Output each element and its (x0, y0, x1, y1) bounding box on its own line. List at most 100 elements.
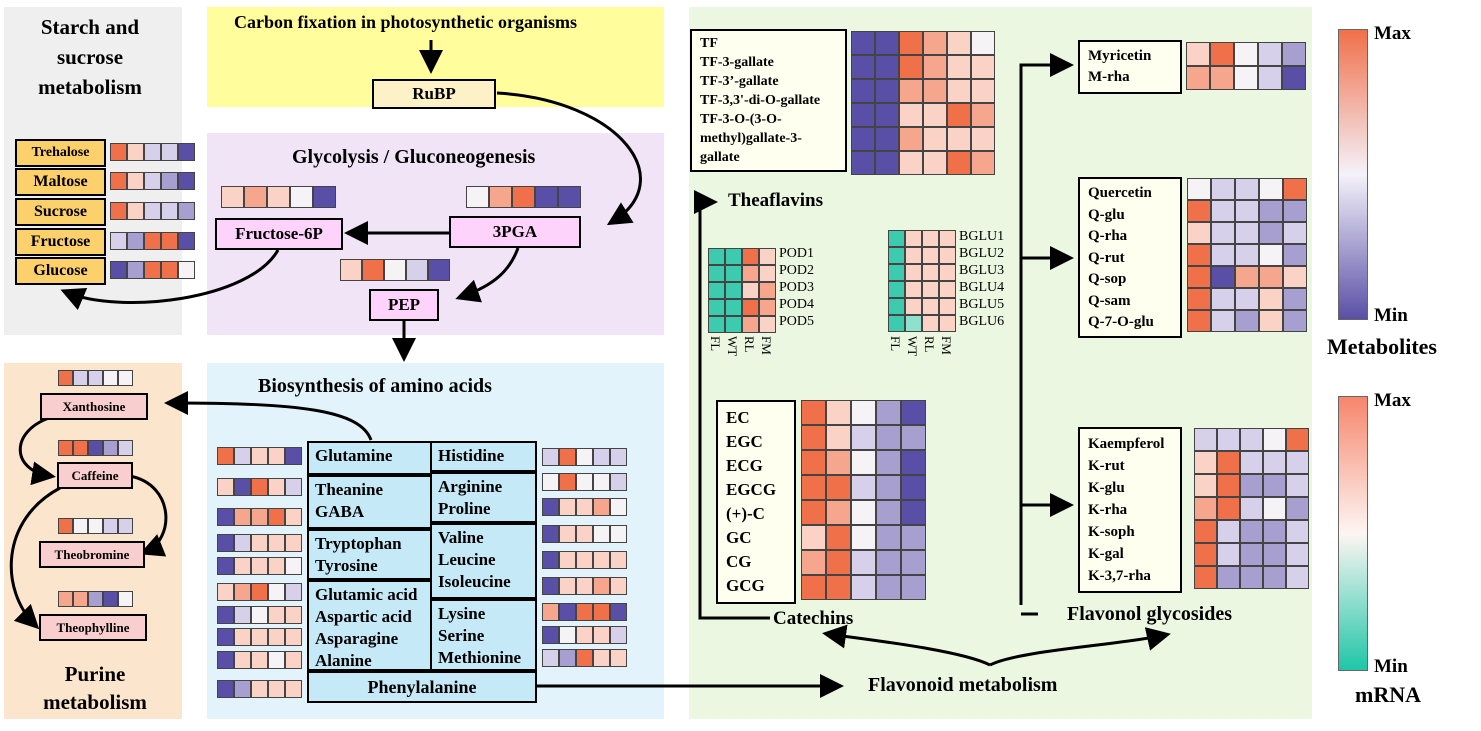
heatmap-cell (939, 281, 956, 298)
heatmap-cell (1211, 310, 1235, 332)
kaempferol-item: K-glu (1088, 480, 1125, 496)
catechin-item: EC (726, 408, 750, 427)
catechin-item: ECG (726, 456, 763, 475)
heatmap-cell (1194, 428, 1217, 451)
amino-heatmap-left (217, 557, 302, 575)
heatmap-cell (851, 475, 876, 500)
heatmap-cell (161, 172, 178, 190)
heatmap-cell (489, 186, 512, 208)
heatmap-cell (593, 603, 610, 621)
catechin-item: (+)-C (726, 504, 765, 523)
sugar-heatmap (110, 261, 195, 279)
heatmap-cell (1259, 200, 1283, 222)
heatmap-cell (742, 265, 759, 282)
heatmap-cell (971, 127, 995, 151)
heatmap-cell (851, 79, 875, 103)
heatmap-cell (234, 583, 251, 601)
sample-label: WT (905, 336, 920, 357)
heatmap-cell (801, 450, 826, 475)
sugar-node: Sucrose (15, 198, 106, 226)
purine-title-line: Purine (64, 662, 126, 686)
heatmap-cell (1186, 66, 1210, 90)
heatmap-cell (826, 425, 851, 450)
heatmap-cell (1286, 566, 1309, 589)
starch-title-line: Starch and (40, 15, 140, 39)
heatmap-cell (1286, 474, 1309, 497)
amino-acid-title: Biosynthesis of amino acids (258, 375, 492, 397)
heatmap-cell (285, 628, 302, 646)
heatmap-cell (1187, 288, 1211, 310)
metabolites-legend-bar (1338, 29, 1368, 320)
heatmap-cell (905, 230, 922, 247)
heatmap-cell (876, 425, 901, 450)
heatmap-cell (285, 557, 302, 575)
heatmap-cell (559, 649, 576, 667)
heatmap-cell (1187, 222, 1211, 244)
heatmap-cell (759, 282, 776, 299)
heatmap-cell (73, 518, 88, 534)
rubp-node: RuBP (372, 79, 496, 109)
amino-acid-label: Tryptophan (315, 534, 402, 553)
heatmap-cell (559, 603, 576, 621)
heatmap-cell (742, 299, 759, 316)
heatmap-cell (1211, 266, 1235, 288)
heatmap-cell (759, 299, 776, 316)
metabolites-max-label: Max (1374, 23, 1411, 44)
amino-acid-label: Glutamine (315, 446, 393, 465)
quercetin-item: Q-glu (1088, 206, 1125, 223)
heatmap-cell (888, 315, 905, 332)
heatmap-cell (1210, 42, 1234, 66)
heatmap-cell (922, 230, 939, 247)
heatmap-cell (610, 603, 627, 621)
heatmap-cell (110, 202, 127, 220)
heatmap-cell (576, 577, 593, 595)
heatmap-cell (234, 680, 251, 698)
catechin-item: GCG (726, 576, 765, 595)
heatmap-cell (899, 103, 923, 127)
pod-gene-label: POD1 (779, 246, 815, 261)
amino-acid-label: Proline (438, 499, 491, 518)
heatmap-cell (826, 450, 851, 475)
purine-node: Theophylline (39, 614, 147, 641)
heatmap-cell (234, 557, 251, 575)
heatmap-cell (826, 400, 851, 425)
amino-acid-label: Leucine (438, 550, 496, 569)
heatmap-cell (1194, 451, 1217, 474)
heatmap-cell (88, 518, 103, 534)
heatmap-cell (888, 281, 905, 298)
quercetin-item: Q-7-O-glu (1088, 314, 1154, 330)
heatmap-cell (1240, 566, 1263, 589)
myricetin-item: M-rha (1088, 69, 1130, 85)
heatmap-cell (576, 551, 593, 569)
heatmap-cell (801, 500, 826, 525)
heatmap-cell (285, 651, 302, 669)
glycolysis-title: Glycolysis / Gluconeogenesis (292, 146, 536, 168)
sample-label: FM (939, 336, 954, 355)
heatmap-cell (888, 298, 905, 315)
sample-label: FM (759, 336, 774, 355)
heatmap-cell (922, 264, 939, 281)
kaempferol-item: K-gal (1088, 546, 1124, 562)
theaflavin-item: TF-3’-gallate (700, 74, 779, 89)
amino-acid-label: Arginine (438, 477, 503, 496)
heatmap-cell (901, 400, 926, 425)
heatmap-cell (1186, 42, 1210, 66)
heatmap-cell (875, 127, 899, 151)
heatmap-cell (826, 550, 851, 575)
heatmap-cell (876, 525, 901, 550)
heatmap-cell (1263, 428, 1286, 451)
heatmap-cell (1187, 266, 1211, 288)
myricetin-heatmap (1186, 42, 1306, 90)
heatmap-cell (1263, 497, 1286, 520)
heatmap-cell (875, 31, 899, 55)
heatmap-cell (251, 651, 268, 669)
heatmap-cell (535, 186, 558, 208)
heatmap-cell (593, 498, 610, 516)
kaempferol-item: K-rut (1088, 458, 1125, 474)
heatmap-cell (922, 247, 939, 264)
heatmap-cell (217, 583, 234, 601)
heatmap-cell (340, 259, 362, 281)
